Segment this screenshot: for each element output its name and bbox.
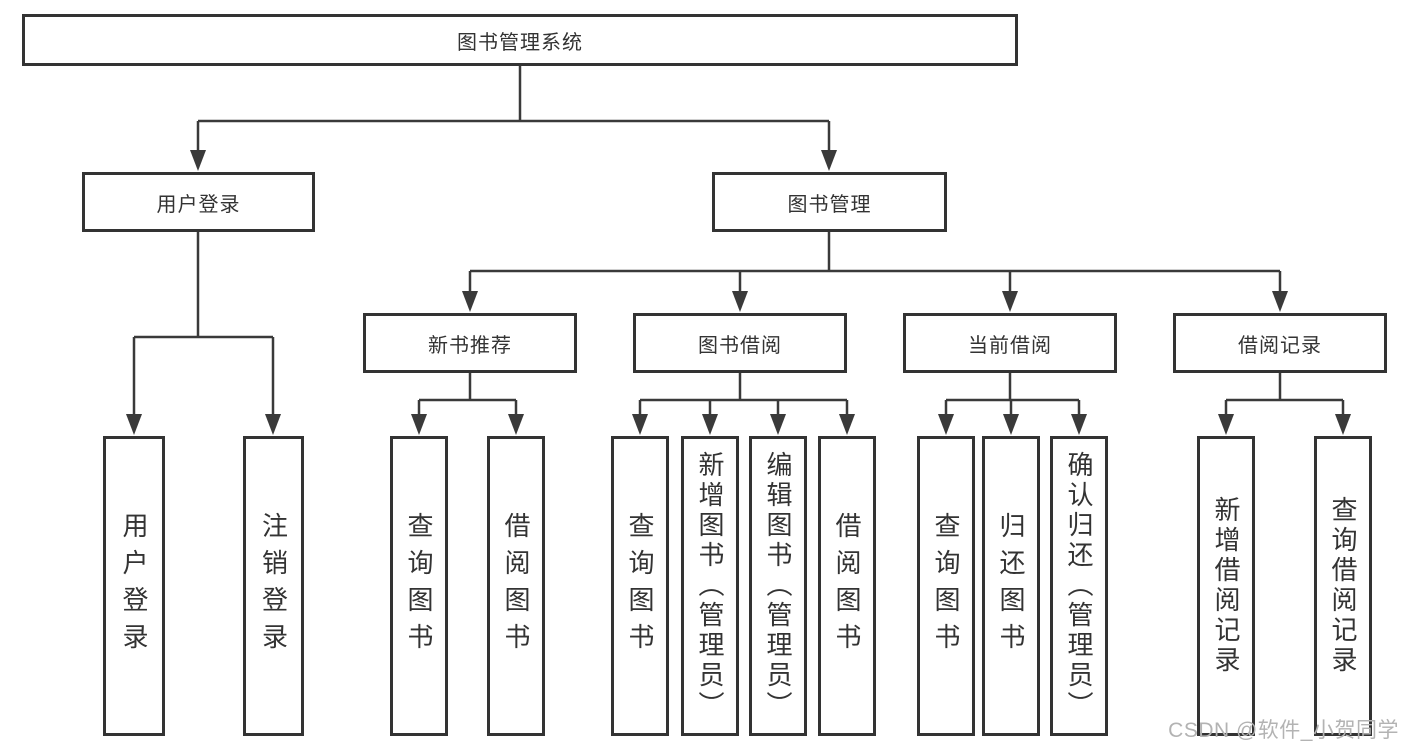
node-leaf-query-books-3: 查询图书: [917, 436, 975, 736]
node-leaf-logout: 注销登录: [243, 436, 304, 736]
node-leaf-query-borrow-record: 查询借阅记录: [1314, 436, 1372, 736]
node-leaf-confirm-return-admin: 确认归还（管理员）: [1050, 436, 1108, 736]
node-leaf-user-login: 用户登录: [103, 436, 165, 736]
node-borrowing-records: 借阅记录: [1173, 313, 1387, 373]
connector-userlogin-to-leaves: [126, 232, 281, 435]
csdn-watermark: CSDN @软件_小贺同学: [1168, 719, 1399, 742]
node-leaf-query-books-1: 查询图书: [390, 436, 448, 736]
node-leaf-borrow-books-1: 借阅图书: [487, 436, 545, 736]
node-leaf-borrow-books-2: 借阅图书: [818, 436, 876, 736]
node-book-borrowing: 图书借阅: [633, 313, 847, 373]
node-book-management: 图书管理: [712, 172, 947, 232]
node-leaf-return-books: 归还图书: [982, 436, 1040, 736]
connector-root-to-level2: [190, 66, 837, 171]
node-leaf-edit-books-admin: 编辑图书（管理员）: [749, 436, 807, 736]
connector-records-to-leaves: [1218, 373, 1351, 435]
connector-bookmgmt-to-level3: [462, 232, 1288, 312]
connector-newbooks-to-leaves: [411, 373, 524, 435]
node-current-borrowing: 当前借阅: [903, 313, 1117, 373]
node-leaf-add-books-admin: 新增图书（管理员）: [681, 436, 739, 736]
node-leaf-add-borrow-record: 新增借阅记录: [1197, 436, 1255, 736]
node-user-login: 用户登录: [82, 172, 315, 232]
node-library-management-system: 图书管理系统: [22, 14, 1018, 66]
connector-borrowing-to-leaves: [632, 373, 855, 435]
node-leaf-query-books-2: 查询图书: [611, 436, 669, 736]
connector-current-to-leaves: [938, 373, 1087, 435]
node-new-book-recommend: 新书推荐: [363, 313, 577, 373]
